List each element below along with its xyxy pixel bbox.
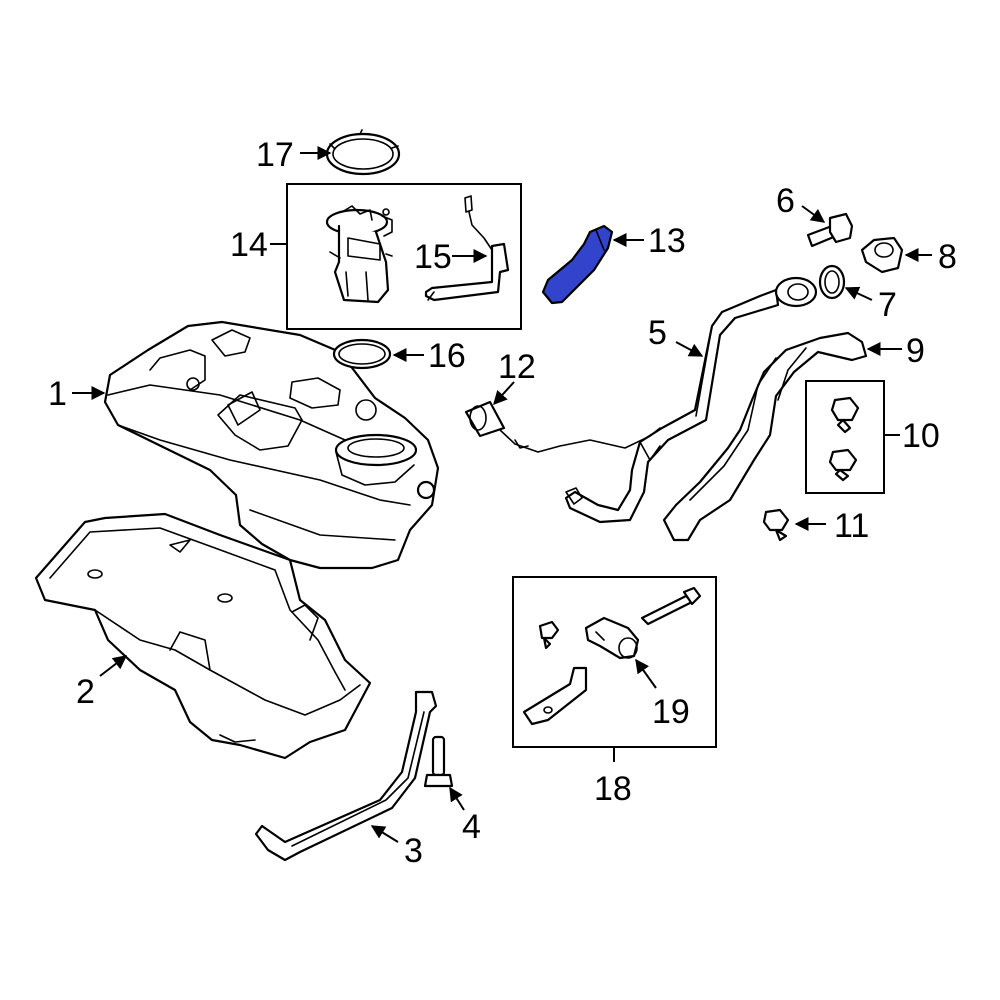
sensor-assembly-part[interactable] bbox=[512, 576, 717, 748]
callout-9: 9 bbox=[906, 332, 925, 370]
screw-part[interactable] bbox=[762, 508, 790, 542]
o-ring-part[interactable] bbox=[818, 264, 846, 300]
vapor-line-part[interactable] bbox=[464, 400, 661, 453]
callout-2: 2 bbox=[76, 673, 95, 711]
filler-pipe-part[interactable] bbox=[564, 276, 818, 524]
callout-3: 3 bbox=[404, 832, 423, 870]
callout-19: 19 bbox=[652, 693, 690, 731]
callout-13: 13 bbox=[648, 222, 686, 260]
callout-4: 4 bbox=[462, 808, 481, 846]
callout-11: 11 bbox=[834, 507, 869, 545]
callout-17: 17 bbox=[256, 136, 294, 174]
callout-7: 7 bbox=[878, 286, 897, 324]
screw-set-part[interactable] bbox=[805, 380, 885, 494]
grommet-part[interactable] bbox=[860, 236, 904, 274]
pressure-sensor-part[interactable] bbox=[584, 616, 640, 660]
callout-15: 15 bbox=[414, 238, 452, 276]
filler-hose-highlighted-part[interactable] bbox=[541, 224, 614, 305]
fuel-tank-part[interactable] bbox=[103, 320, 440, 570]
callout-12: 12 bbox=[498, 348, 536, 386]
strap-bolt-part[interactable] bbox=[423, 735, 454, 788]
callout-1: 1 bbox=[48, 375, 67, 413]
pipe-bracket-part[interactable] bbox=[662, 331, 868, 542]
gasket-part[interactable] bbox=[332, 338, 392, 370]
bolt-part[interactable] bbox=[806, 212, 854, 248]
tank-strap-part[interactable] bbox=[254, 690, 438, 862]
callout-6: 6 bbox=[776, 182, 795, 220]
callout-16: 16 bbox=[428, 337, 466, 375]
lock-ring-part[interactable] bbox=[325, 129, 401, 176]
heat-shield-part[interactable] bbox=[34, 512, 372, 760]
callout-18: 18 bbox=[594, 770, 632, 808]
level-sender-part[interactable] bbox=[424, 195, 510, 302]
callout-5: 5 bbox=[648, 314, 667, 352]
callout-8: 8 bbox=[938, 238, 957, 276]
callout-14: 14 bbox=[230, 226, 268, 264]
callout-10: 10 bbox=[902, 417, 940, 455]
fuel-pump-module-part[interactable] bbox=[286, 183, 522, 330]
